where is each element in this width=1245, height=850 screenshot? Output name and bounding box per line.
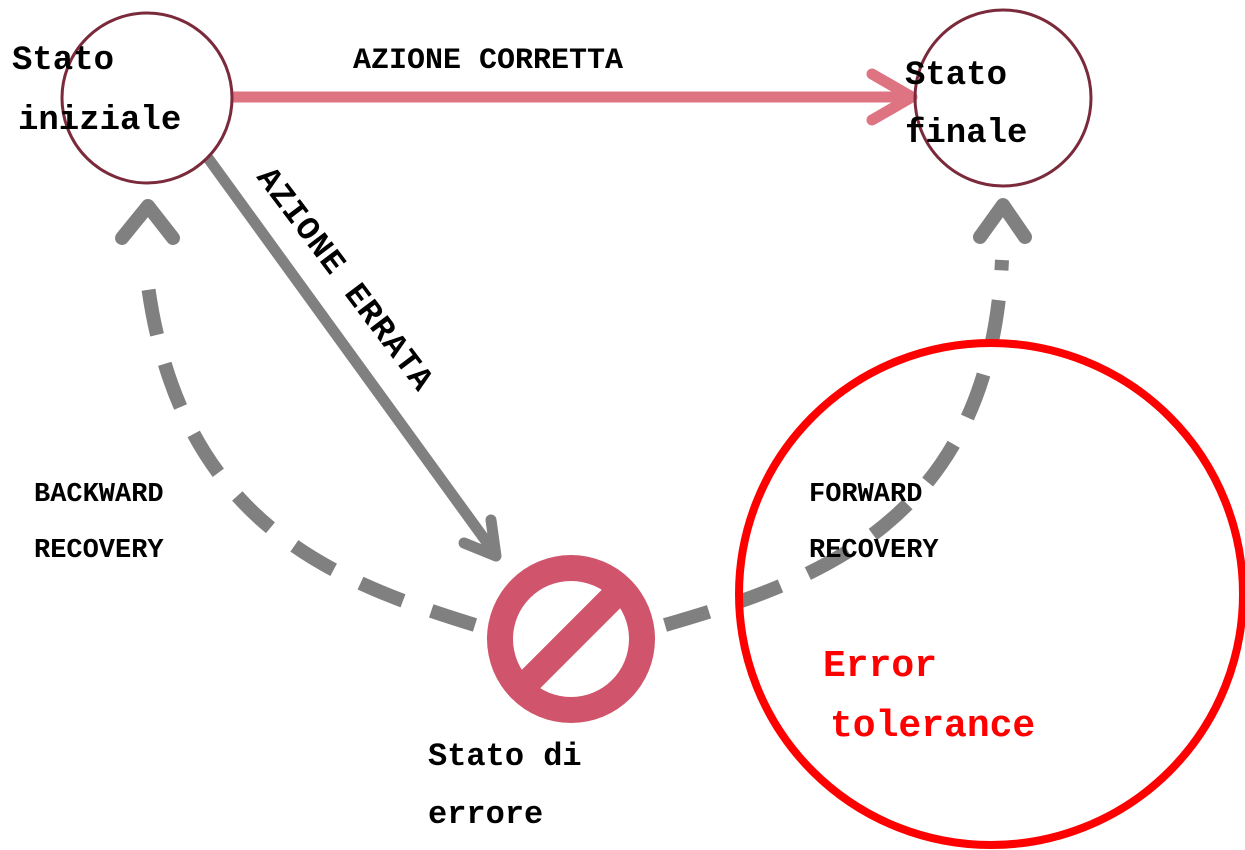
backward-recovery-path — [138, 259, 478, 632]
final-state-label-line1: Stato — [905, 57, 1008, 95]
backward-recovery-arrowhead — [115, 199, 180, 245]
error-tolerance-circle — [735, 339, 1245, 849]
final-state-circle — [913, 8, 1093, 188]
initial-state-label-line1: Stato — [12, 42, 115, 80]
initial-state-label-line2: iniziale — [18, 102, 182, 140]
forward-recovery-label-line1: FORWARD — [809, 480, 923, 510]
correct-action-arrowhead — [866, 68, 918, 126]
error-state-label-line2: errore — [428, 796, 544, 833]
error-state-label-line1: Stato di — [428, 738, 582, 775]
wrong-action-arrow-line — [203, 154, 496, 552]
error-tolerance-label-line1: Error — [823, 645, 938, 688]
error-tolerance-label-line2: tolerance — [830, 705, 1036, 748]
forward-recovery-path — [663, 259, 1009, 632]
final-state-label-line2: finale — [905, 115, 1028, 153]
error-state-prohibition-icon — [487, 555, 655, 723]
correct-action-label: AZIONE CORRETTA — [353, 44, 624, 78]
forward-recovery-arrowhead — [973, 198, 1032, 244]
wrong-action-arrowhead — [458, 514, 502, 562]
backward-recovery-label-line2: RECOVERY — [34, 536, 164, 566]
backward-recovery-label-line1: BACKWARD — [34, 480, 164, 510]
forward-recovery-label-line2: RECOVERY — [809, 536, 939, 566]
initial-state-circle — [60, 11, 234, 185]
